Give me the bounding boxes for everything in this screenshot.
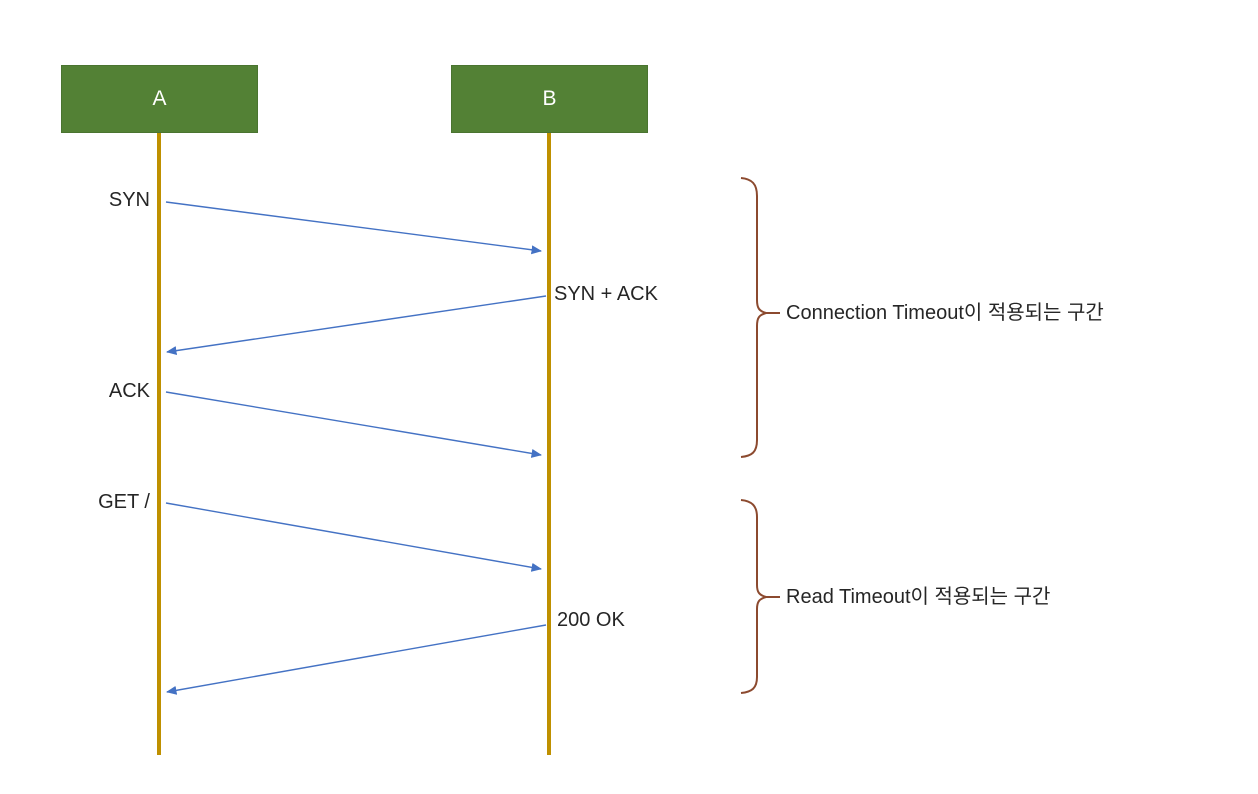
message-label-syn-ack: SYN + ACK bbox=[554, 283, 658, 305]
brace-read-timeout bbox=[740, 499, 770, 694]
annotation-read-timeout: Read Timeout이 적용되는 구간 bbox=[786, 586, 1051, 608]
brace-connection-timeout bbox=[740, 177, 770, 458]
arrow-syn bbox=[165, 201, 542, 255]
message-label-ack: ACK bbox=[108, 380, 150, 402]
actor-box-b: B bbox=[451, 65, 648, 133]
message-label-get: GET / bbox=[98, 491, 150, 513]
arrow-ack bbox=[165, 391, 542, 458]
arrow-get bbox=[165, 502, 542, 572]
lifeline-b bbox=[547, 133, 551, 755]
lifeline-a bbox=[157, 133, 161, 755]
arrow-200-ok bbox=[166, 624, 547, 695]
message-label-syn: SYN bbox=[108, 189, 150, 211]
actor-label-a: A bbox=[152, 87, 167, 110]
actor-box-a: A bbox=[61, 65, 258, 133]
annotation-connection-timeout: Connection Timeout이 적용되는 구간 bbox=[786, 302, 1104, 324]
message-label-200-ok: 200 OK bbox=[557, 609, 625, 631]
actor-label-b: B bbox=[542, 87, 557, 110]
arrow-syn-ack bbox=[166, 295, 547, 356]
